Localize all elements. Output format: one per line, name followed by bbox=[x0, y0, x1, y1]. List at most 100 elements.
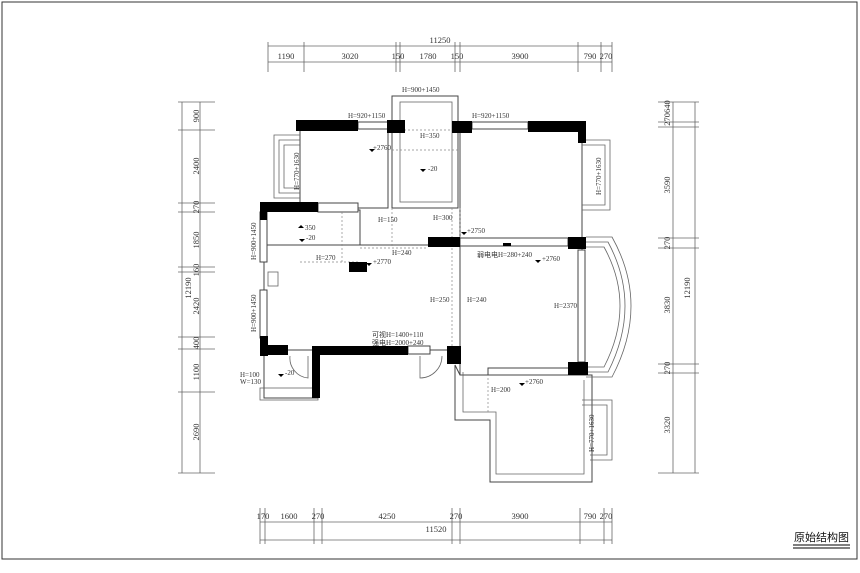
wall-column bbox=[387, 120, 405, 133]
label: H=900+1450 bbox=[250, 222, 258, 260]
level-marker-icon bbox=[535, 260, 541, 263]
annotations: H=900+1450 H=920+1150 H=920+1150 H=770+1… bbox=[240, 86, 603, 452]
label: H=240 bbox=[392, 249, 412, 257]
dim-left: 400 bbox=[191, 337, 201, 350]
wall-column bbox=[349, 262, 367, 272]
wall-column bbox=[312, 346, 408, 355]
label: 强电H=2000+240 bbox=[372, 338, 424, 347]
dim-right: 3590 bbox=[662, 177, 672, 194]
level-mark: -20 bbox=[306, 234, 316, 242]
top-dimensions: 11250 1190 3020 150 1780 150 3900 790 27… bbox=[267, 35, 613, 72]
bottom-dimensions: 170 1600 270 4250 270 3900 790 270 11520 bbox=[257, 508, 613, 544]
dim-top: 150 bbox=[451, 51, 464, 61]
level-mark: +2770 bbox=[373, 258, 391, 266]
dim-bottom: 3900 bbox=[512, 511, 529, 521]
dim-bottom: 270 bbox=[450, 511, 463, 521]
dim-right: 270 bbox=[662, 362, 672, 375]
label: H=920+1150 bbox=[472, 112, 510, 120]
label: H=2370 bbox=[554, 302, 578, 310]
dim-top: 1190 bbox=[278, 51, 295, 61]
dim-right-total: 12190 bbox=[682, 277, 692, 298]
dim-bottom: 270 bbox=[600, 511, 613, 521]
walls bbox=[259, 95, 632, 483]
level-marker-icon bbox=[420, 169, 426, 172]
dim-left: 1850 bbox=[191, 232, 201, 249]
wall-column bbox=[578, 121, 586, 143]
label: H=300 bbox=[433, 214, 453, 222]
label: 可视H=1400+110 bbox=[372, 330, 424, 339]
wall-column bbox=[447, 346, 461, 364]
dim-bottom: 1600 bbox=[281, 511, 298, 521]
drawing-frame bbox=[1, 1, 858, 560]
dim-bottom: 4250 bbox=[379, 511, 396, 521]
level-marker-icon bbox=[519, 383, 525, 386]
label: H=770+1630 bbox=[588, 414, 596, 452]
dim-bottom: 790 bbox=[584, 511, 597, 521]
label: H=900+1450 bbox=[250, 294, 258, 332]
label: 弱电电H=280+240 bbox=[477, 250, 532, 259]
label: H=350 bbox=[420, 132, 440, 140]
dim-right: 3830 bbox=[662, 297, 672, 314]
level-marker-icon bbox=[369, 149, 375, 152]
label: H=150 bbox=[378, 216, 398, 224]
level-mark: +2760 bbox=[525, 378, 543, 386]
wall-column bbox=[260, 202, 318, 212]
dim-top: 150 bbox=[392, 51, 405, 61]
dim-left: 160 bbox=[191, 264, 201, 277]
dim-right: 270 bbox=[662, 237, 672, 250]
wall-column bbox=[568, 362, 588, 375]
dim-top: 1780 bbox=[420, 51, 437, 61]
dim-bottom-total: 11520 bbox=[426, 524, 447, 534]
dim-left: 1100 bbox=[191, 364, 201, 381]
drawing-title: 原始结构图 bbox=[794, 530, 849, 544]
right-dimensions: 12190 270640 3590 270 3830 270 3320 bbox=[658, 100, 699, 474]
dim-left-total: 12190 bbox=[183, 277, 193, 298]
dim-top: 790 bbox=[584, 51, 597, 61]
wall-column bbox=[568, 237, 586, 249]
label: H=900+1450 bbox=[402, 86, 440, 94]
label: H=240 bbox=[467, 296, 487, 304]
structural-columns bbox=[260, 120, 588, 398]
left-dimensions: 12190 900 2400 270 1850 160 2420 400 110… bbox=[178, 101, 215, 474]
level-marker-icon bbox=[278, 374, 284, 377]
level-marker-icon bbox=[461, 232, 467, 235]
wall-column bbox=[296, 120, 358, 131]
label: H=270 bbox=[316, 254, 336, 262]
dim-left: 2400 bbox=[191, 158, 201, 175]
label: H=770+1630 bbox=[595, 157, 603, 195]
level-marker-icon bbox=[299, 239, 305, 242]
dim-top-total: 11250 bbox=[430, 35, 451, 45]
level-mark: +2760 bbox=[373, 144, 391, 152]
wall-column bbox=[428, 237, 460, 247]
level-mark: -20 bbox=[428, 165, 438, 173]
label: H=920+1150 bbox=[348, 112, 386, 120]
dim-top: 3020 bbox=[342, 51, 359, 61]
level-marker-icon bbox=[366, 263, 372, 266]
dim-left: 270 bbox=[191, 201, 201, 214]
dim-left: 900 bbox=[191, 110, 201, 123]
level-mark: +2760 bbox=[542, 255, 560, 263]
level-mark: 350 bbox=[305, 224, 316, 232]
dim-right: 270640 bbox=[662, 100, 672, 126]
level-mark: -20 bbox=[285, 369, 295, 377]
dim-top: 3900 bbox=[512, 51, 529, 61]
dim-left: 2690 bbox=[191, 424, 201, 441]
dim-left: 2420 bbox=[191, 298, 201, 315]
wall-column bbox=[260, 345, 288, 355]
dim-bottom: 270 bbox=[312, 511, 325, 521]
label: H=100 bbox=[240, 371, 260, 379]
wall-column bbox=[312, 346, 320, 398]
label: H=770+1630 bbox=[293, 152, 301, 190]
level-mark: +2750 bbox=[467, 227, 485, 235]
wall-column bbox=[452, 121, 472, 133]
dim-top: 270 bbox=[600, 51, 613, 61]
wall-column bbox=[260, 202, 267, 220]
dim-bottom: 170 bbox=[257, 511, 270, 521]
label: H=200 bbox=[491, 386, 511, 394]
label: W=130 bbox=[240, 378, 262, 386]
wall-column bbox=[528, 121, 586, 132]
level-marker-icon bbox=[298, 225, 304, 228]
dim-right: 3320 bbox=[662, 417, 672, 434]
wall-column bbox=[503, 243, 511, 246]
